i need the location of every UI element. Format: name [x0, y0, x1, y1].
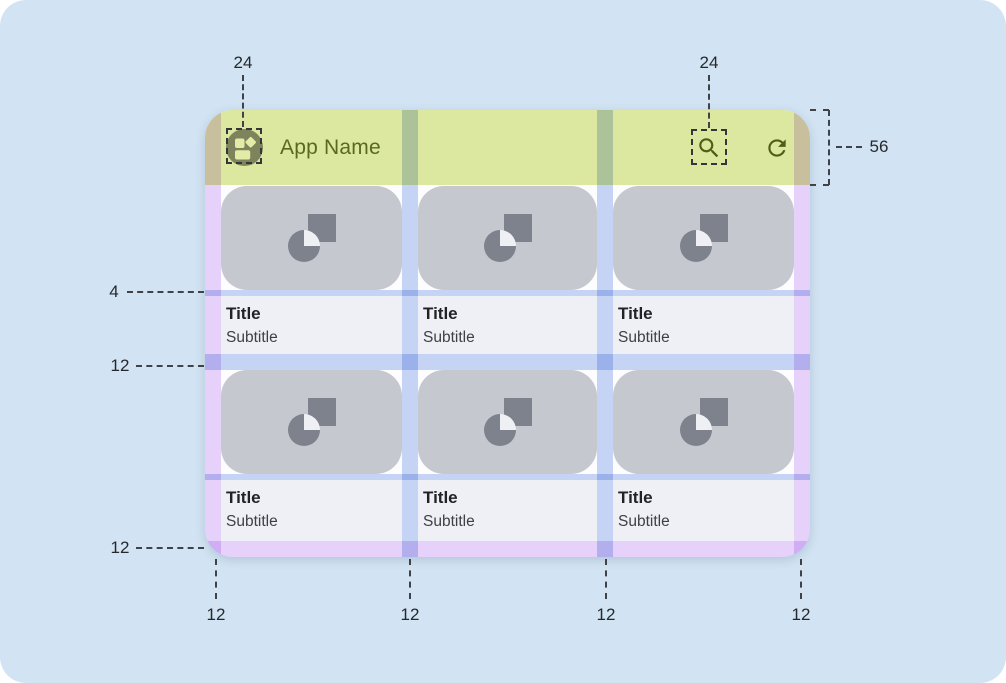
measure-label-right-margin: 12 — [791, 605, 811, 624]
measure-tick — [810, 109, 829, 111]
card-title: Title — [423, 488, 458, 507]
card-image-placeholder — [418, 370, 597, 474]
measure-line — [136, 547, 204, 549]
measure-label-rowgap: 12 — [110, 356, 130, 375]
card-subtitle: Subtitle — [226, 513, 278, 530]
image-placeholder-icon — [679, 214, 728, 262]
measure-label-gutter-2: 12 — [596, 605, 616, 624]
measure-line — [605, 559, 607, 599]
card-text: Title Subtitle — [613, 296, 794, 354]
card-title: Title — [423, 304, 458, 323]
refresh-icon[interactable] — [764, 135, 790, 161]
measure-line — [215, 559, 217, 599]
measure-label-gutter-1: 12 — [400, 605, 420, 624]
card-text: Title Subtitle — [221, 480, 402, 541]
appbar-actions — [696, 135, 790, 161]
card-title: Title — [226, 488, 261, 507]
search-icon[interactable] — [696, 135, 722, 161]
measure-label-appbar-height: 56 — [869, 137, 889, 156]
card-image-placeholder — [221, 370, 402, 474]
measure-box-trailing-icon — [691, 129, 727, 165]
image-placeholder-icon — [287, 398, 336, 446]
measure-label-trailing-icon: 24 — [699, 53, 719, 72]
measure-line — [836, 146, 862, 148]
measure-tick — [810, 184, 829, 186]
card-subtitle: Subtitle — [618, 513, 670, 530]
app-mockup-window: App Name Title Subtitle — [205, 110, 810, 557]
card-image-placeholder — [613, 370, 794, 474]
measure-line — [127, 291, 204, 293]
grid-column: Title Subtitle Title Subtitle — [418, 110, 597, 557]
image-placeholder-icon — [679, 398, 728, 446]
card-title: Title — [226, 304, 261, 323]
measure-line — [800, 559, 802, 599]
grid-column: Title Subtitle Title Subtitle — [221, 110, 402, 557]
measure-line — [708, 75, 710, 128]
card-text: Title Subtitle — [221, 296, 402, 354]
measure-label-leading-icon: 24 — [233, 53, 253, 72]
card-image-placeholder — [221, 186, 402, 290]
card-text: Title Subtitle — [418, 296, 597, 354]
card-title: Title — [618, 488, 653, 507]
card-image-placeholder — [613, 186, 794, 290]
app-title: App Name — [280, 135, 381, 159]
image-placeholder-icon — [483, 214, 532, 262]
measure-label-bottom-margin: 12 — [110, 538, 130, 557]
measure-label-gap4: 4 — [109, 282, 119, 301]
image-placeholder-icon — [483, 398, 532, 446]
measure-box-leading-icon — [226, 128, 262, 164]
image-placeholder-icon — [287, 214, 336, 262]
measure-line — [409, 559, 411, 599]
card-text: Title Subtitle — [418, 480, 597, 541]
measure-label-left-margin: 12 — [206, 605, 226, 624]
card-image-placeholder — [418, 186, 597, 290]
measure-line — [242, 75, 244, 127]
grid-column: Title Subtitle Title Subtitle — [613, 110, 794, 557]
card-title: Title — [618, 304, 653, 323]
measure-line — [828, 110, 830, 185]
card-subtitle: Subtitle — [423, 513, 475, 530]
card-subtitle: Subtitle — [618, 329, 670, 346]
measure-line — [136, 365, 204, 367]
card-text: Title Subtitle — [613, 480, 794, 541]
app-logo-icon[interactable] — [226, 129, 263, 166]
card-subtitle: Subtitle — [423, 329, 475, 346]
card-subtitle: Subtitle — [226, 329, 278, 346]
